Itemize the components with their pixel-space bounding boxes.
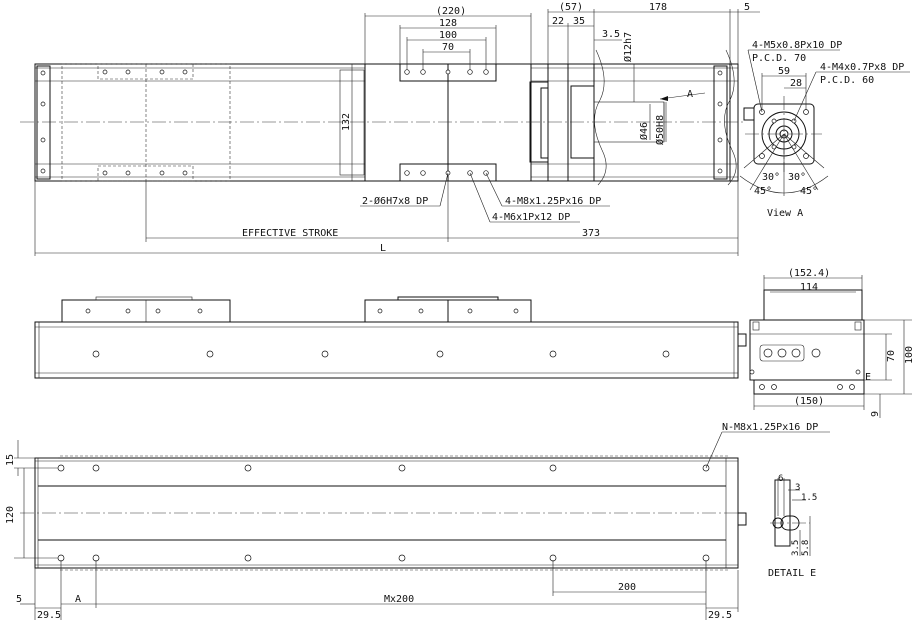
note-m8-thread: 4-M8x1.25Px16 DP	[505, 196, 601, 207]
dim-70: 70	[886, 350, 897, 362]
dim-3-5: 3.5	[602, 29, 620, 40]
top-view: A (220) 128 100 70 (57) 22 35 178 5	[20, 2, 760, 256]
dim-9: 9	[870, 411, 881, 417]
dim-220: (220)	[436, 6, 466, 17]
dim-70: 70	[442, 42, 454, 53]
effective-stroke-label: EFFECTIVE STROKE	[242, 228, 338, 239]
dim-a-bottom: A	[75, 594, 81, 605]
dim-120: 120	[5, 506, 16, 524]
dim-57: (57)	[559, 2, 583, 13]
dim-200: 200	[618, 582, 636, 593]
dim-35: 35	[573, 16, 585, 27]
dim-5-bottom: 5	[16, 594, 22, 605]
note-m4-thread: 4-M4x0.7Px8 DP	[820, 62, 904, 73]
note-pcd-70: P.C.D. 70	[752, 53, 806, 64]
note-pcd-60: P.C.D. 60	[820, 75, 874, 86]
front-view	[34, 296, 747, 379]
detail-e: 6 3 1.5 3.5 5.8 DETAIL E	[768, 474, 817, 579]
dim-178: 178	[649, 2, 667, 13]
left-end-plate	[36, 65, 51, 180]
right-end-plate	[713, 65, 728, 180]
dim-29-5-right: 29.5	[708, 610, 732, 621]
detail-dim-5-8: 5.8	[801, 540, 811, 556]
dim-50h8: Ø50H8	[654, 115, 666, 145]
angle-45-left: 45°	[754, 186, 772, 197]
view-a: 30° 30° 45° 45° 4-M5x0.8Px10 DP P.C.D. 7…	[739, 40, 910, 219]
dim-28: 28	[790, 78, 802, 89]
dim-59: 59	[778, 66, 790, 77]
view-a-arrow-label: A	[687, 89, 693, 100]
detail-dim-3: 3	[795, 483, 800, 493]
dim-29-5-left: 29.5	[37, 610, 61, 621]
dim-5: 5	[744, 2, 750, 13]
detail-dim-3-5: 3.5	[791, 540, 801, 556]
dim-mx200: Mx200	[384, 594, 414, 605]
side-view: (152.4) 114 (150) 70 100 9 E	[749, 268, 915, 418]
front-base	[34, 321, 739, 379]
carriage-phantom	[61, 63, 231, 182]
note-m6-thread: 4-M6x1Px12 DP	[492, 212, 570, 223]
view-a-caption: View A	[767, 208, 803, 219]
dim-L: L	[380, 243, 386, 254]
dim-100: 100	[904, 346, 915, 364]
dim-152-4: (152.4)	[788, 268, 830, 279]
dim-132: 132	[341, 113, 352, 131]
dim-373: 373	[582, 228, 600, 239]
detail-dim-6: 6	[778, 474, 783, 484]
dim-22: 22	[552, 16, 564, 27]
dim-128: 128	[439, 18, 457, 29]
note-pin-hole: 2-Ø6H7x8 DP	[362, 195, 428, 207]
detail-dim-1-5: 1.5	[801, 493, 817, 503]
note-n-thread: N-M8x1.25Px16 DP	[722, 422, 818, 433]
note-m5-thread: 4-M5x0.8Px10 DP	[752, 40, 842, 51]
dim-15: 15	[5, 454, 16, 466]
dim-100: 100	[439, 30, 457, 41]
detail-e-caption: DETAIL E	[768, 568, 816, 579]
detail-e-marker: E	[865, 372, 871, 383]
angle-30-right: 30°	[788, 172, 806, 183]
dim-46: Ø46	[638, 122, 650, 140]
dim-12h7: Ø12h7	[622, 32, 634, 62]
angle-45-right: 45°	[800, 186, 818, 197]
angle-30-left: 30°	[762, 172, 780, 183]
dim-150: (150)	[794, 396, 824, 407]
dim-114: 114	[800, 282, 818, 293]
bottom-view: N-M8x1.25Px16 DP 15 120 200 5 A Mx200 29…	[5, 422, 830, 621]
